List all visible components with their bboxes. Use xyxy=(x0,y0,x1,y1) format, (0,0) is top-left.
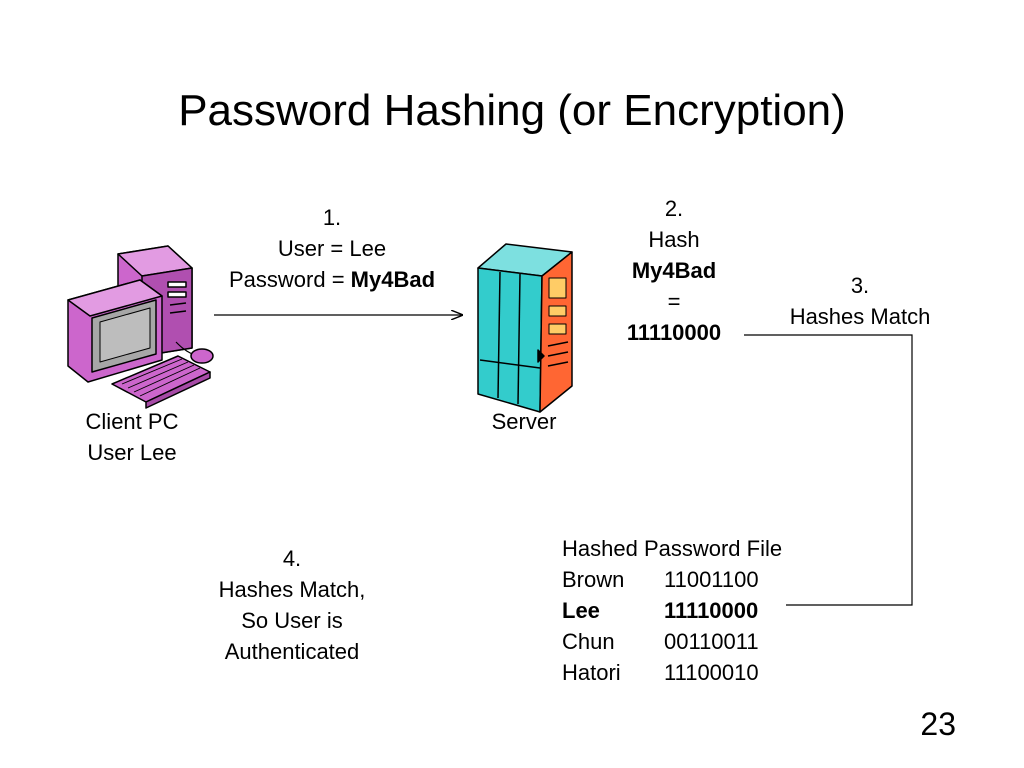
client-label-line-1: Client PC xyxy=(85,409,179,434)
step-4-number: 4. xyxy=(282,546,302,571)
step-3-match: 3. Hashes Match xyxy=(770,270,950,332)
row-user-name: Brown xyxy=(562,567,625,592)
row-hash-value: 11100010 xyxy=(664,660,759,685)
step-1-user: User = Lee xyxy=(277,236,387,261)
step-1-request: 1. User = Lee Password = My4Bad xyxy=(196,202,468,295)
page-number: 23 xyxy=(920,706,956,742)
step-2-input: My4Bad xyxy=(631,258,717,283)
row-user-name: Hatori xyxy=(562,660,621,685)
step-4-line-2: So User is xyxy=(241,608,343,633)
page-title: Password Hashing (or Encryption) xyxy=(178,86,846,135)
step-4-line-3: Authenticated xyxy=(224,639,360,664)
step-3-number: 3. xyxy=(850,273,870,298)
step-3-label: Hashes Match xyxy=(789,304,931,329)
step-1-password-line: Password = My4Bad xyxy=(196,264,468,295)
step-2-number: 2. xyxy=(664,196,684,221)
step-2-hash: 2. Hash My4Bad = 11110000 xyxy=(604,193,744,348)
step-2-label: Hash xyxy=(648,227,700,252)
client-label-line-2: User Lee xyxy=(87,440,177,465)
step-2-equals: = xyxy=(667,289,681,314)
hash-file-row: Hatori 11100010 xyxy=(562,657,782,688)
step-1-password-value: My4Bad xyxy=(350,267,436,292)
row-hash-value: 11110000 xyxy=(664,598,759,623)
step-2-output: 11110000 xyxy=(626,320,722,345)
row-user-name: Chun xyxy=(562,629,615,654)
hash-file-row: Chun 00110011 xyxy=(562,626,782,657)
step-1-password-prefix: Password = xyxy=(228,267,351,292)
row-user-name: Lee xyxy=(562,598,600,623)
hash-file-title: Hashed Password File xyxy=(562,536,783,561)
server-icon xyxy=(477,243,573,413)
hashed-password-file: Hashed Password File Brown 11001100 Lee 11… xyxy=(562,533,782,688)
step-4-authenticated: 4. Hashes Match, So User is Authenticate… xyxy=(182,543,402,667)
hash-file-row: Lee 11110000 xyxy=(562,595,782,626)
match-connector xyxy=(744,334,913,606)
server-label: Server xyxy=(491,409,557,434)
step-1-number: 1. xyxy=(322,205,342,230)
client-pc-icon xyxy=(67,245,214,409)
row-hash-value: 11001100 xyxy=(664,567,759,592)
hash-file-row: Brown 11001100 xyxy=(562,564,782,595)
row-hash-value: 00110011 xyxy=(664,629,759,654)
step-4-line-1: Hashes Match, xyxy=(218,577,366,602)
client-label: Client PC User Lee xyxy=(52,406,212,468)
